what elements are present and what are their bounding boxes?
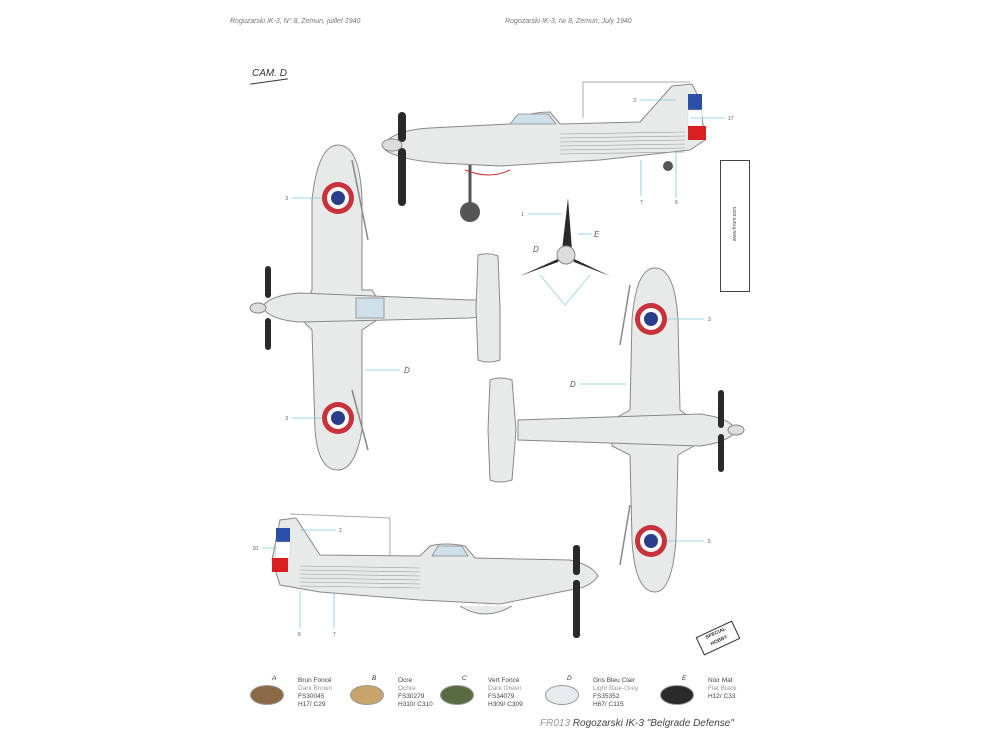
callout-lines (262, 99, 725, 628)
color-swatch (545, 685, 579, 705)
callout-6b: 6 (298, 632, 301, 638)
right-caption: Rogozarski IK-3, № 8, Zemun, July 1940 (505, 18, 632, 25)
callout-d-upper: D (404, 366, 410, 375)
title-name: Rogozarski IK-3 "Belgrade Defense" (572, 718, 734, 729)
callout-d-lower: D (570, 380, 576, 389)
callout-7: 7 (640, 200, 643, 206)
plan-view-bottom (487, 267, 745, 593)
callout-5: 5 (708, 539, 711, 545)
legend-code: H310/ C310 (398, 701, 433, 708)
legend-en: Dark Green (488, 685, 522, 692)
color-swatch (250, 685, 284, 705)
legend-fr: Gris Bleu Clair (593, 677, 635, 684)
legend-en: Ochre (398, 685, 416, 692)
legend-fr: Noir Mat (708, 677, 733, 684)
callout-3c: 3 (708, 317, 711, 323)
legend-code: H309/ C309 (488, 701, 523, 708)
side-notice-box: www.frrom.com (720, 160, 750, 292)
callout-2: 2 (633, 98, 636, 104)
callout-6: 6 (675, 200, 678, 206)
left-caption: Rogozarski IK-3, N° 8, Zemun, juillet 19… (230, 18, 361, 25)
legend-fr: Brun Foncé (298, 677, 332, 684)
camouflage-label: CAM. D (252, 68, 287, 79)
legend-fr: Ocre (398, 677, 413, 684)
title-code: FR013 (540, 718, 571, 729)
legend-letter: E (682, 675, 687, 682)
side-profile-bottom (271, 513, 599, 638)
legend-letter: D (567, 675, 572, 682)
legend-letter: C (462, 675, 467, 682)
callout-1: 1 (521, 212, 524, 218)
legend-fs: H12/ C33 (708, 693, 736, 700)
legend-code: H17/ C29 (298, 701, 326, 708)
legend-fr: Vert Foncé (488, 677, 520, 684)
callout-2b: 2 (339, 528, 342, 534)
side-notice-text: www.frrom.com (732, 206, 738, 242)
color-swatch (440, 685, 474, 705)
callout-7b: 7 (333, 632, 336, 638)
legend-en: Light Blue-Grey (593, 685, 639, 692)
color-swatch (350, 685, 384, 705)
legend-en: Dark Brown (298, 685, 332, 692)
legend-fs: FS30279 (398, 693, 425, 700)
plan-view-top (249, 144, 501, 471)
callout-10: 10 (252, 546, 258, 552)
legend-letter: A (272, 675, 277, 682)
callout-d-prop: D (533, 245, 539, 254)
callout-17: 17 (728, 116, 734, 122)
legend-fs: FS30045 (298, 693, 325, 700)
legend-code: H67/ C115 (593, 701, 624, 708)
callout-3b: 3 (285, 416, 288, 422)
color-swatch (660, 685, 694, 705)
side-profile-top (381, 81, 706, 222)
callout-3a: 3 (285, 196, 288, 202)
legend-en: Flat Black (708, 685, 737, 692)
legend-fs: FS34079 (488, 693, 515, 700)
callout-e-prop: E (594, 230, 600, 239)
legend-letter: B (372, 675, 377, 682)
legend-fs: FS35352 (593, 693, 620, 700)
sheet-title: FR013 Rogozarski IK-3 "Belgrade Defense" (540, 718, 734, 729)
callout-labels: 2 17 7 6 3 3 D 1 D E 3 5 D 10 2 6 7 (252, 98, 733, 638)
propeller-front-view (520, 198, 610, 306)
